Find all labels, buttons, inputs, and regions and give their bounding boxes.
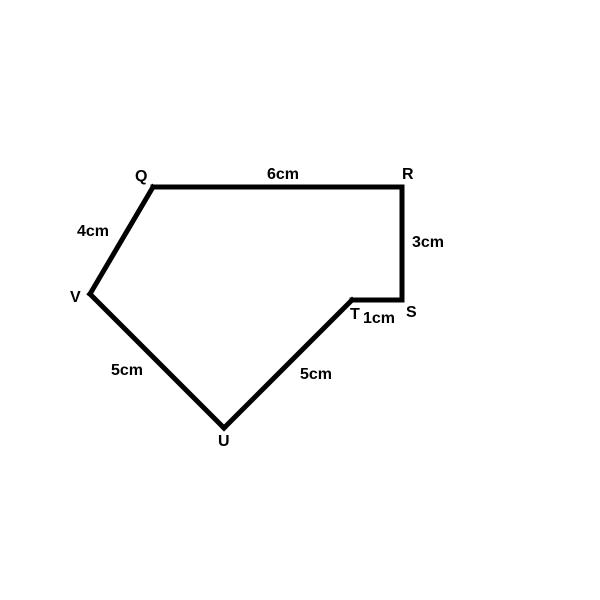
edge-u-v — [86, 290, 228, 432]
edge-length-r-s: 3cm — [412, 234, 444, 251]
vertex-labels: Q R S T U V — [70, 166, 417, 450]
vertex-label-v: V — [70, 289, 81, 306]
edge-length-labels: 6cm 3cm 1cm 5cm 5cm 4cm — [77, 166, 444, 383]
edge-t-u — [220, 296, 356, 432]
vertex-label-t: T — [350, 306, 360, 323]
edge-length-t-u: 5cm — [300, 366, 332, 383]
vertex-label-s: S — [406, 304, 417, 321]
vertex-label-u: U — [218, 433, 230, 450]
edge-length-v-q: 4cm — [77, 223, 109, 240]
edge-v-q — [86, 183, 157, 298]
edge-length-u-v: 5cm — [111, 362, 143, 379]
edge-length-s-t: 1cm — [363, 310, 395, 327]
polygon-edges — [86, 183, 405, 432]
edge-length-q-r: 6cm — [267, 166, 299, 183]
vertex-label-r: R — [402, 166, 414, 183]
vertex-label-q: Q — [135, 168, 147, 185]
